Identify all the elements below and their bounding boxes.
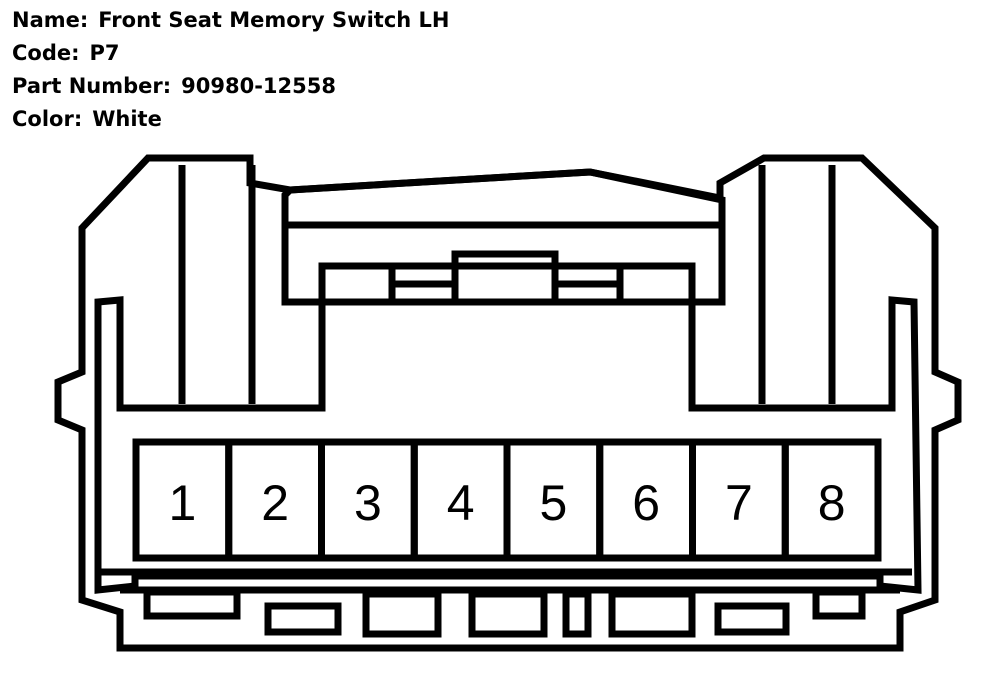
pin-number-7: 7 [725,475,753,531]
pin-number-3: 3 [354,475,382,531]
pin-number-2: 2 [261,475,289,531]
pin-cavities: 1 2 3 4 5 6 7 8 [132,438,882,562]
pin-number-4: 4 [447,475,475,531]
part-number-label: Part Number: [12,74,172,98]
bottom-slot-6 [608,590,696,638]
bottom-slot-5 [562,590,592,638]
bottom-slot-4 [468,590,548,638]
latch-tab-left [318,262,396,306]
pin-cavity-8 [781,438,882,562]
color-label: Color: [12,107,83,131]
part-number-value: 90980-12558 [181,74,336,98]
latch-tab-right [616,262,696,306]
pin-number-8: 8 [818,475,846,531]
pin-number-5: 5 [539,475,567,531]
code-label: Code: [12,41,80,65]
name-value: Front Seat Memory Switch LH [98,8,450,32]
latch-tab-center [451,250,559,306]
name-label: Name: [12,8,89,32]
color-value: White [92,107,162,131]
pin-number-1: 1 [168,475,196,531]
code-value: P7 [89,41,120,65]
top-latch-frame [281,168,726,306]
bottom-slot-7 [714,602,790,636]
bottom-slot-3 [362,590,442,638]
color-row: Color: White [12,103,450,136]
bottom-slot-8 [812,588,866,620]
pin-number-6: 6 [632,475,660,531]
housing-inner-contour [94,296,922,594]
bottom-slot-2 [264,602,342,636]
code-row: Code: P7 [12,37,450,70]
connector-info: Name: Front Seat Memory Switch LH Code: P7… [12,4,450,136]
bottom-slot-1 [143,588,241,620]
name-row: Name: Front Seat Memory Switch LH [12,4,450,37]
part-number-row: Part Number: 90980-12558 [12,70,450,103]
